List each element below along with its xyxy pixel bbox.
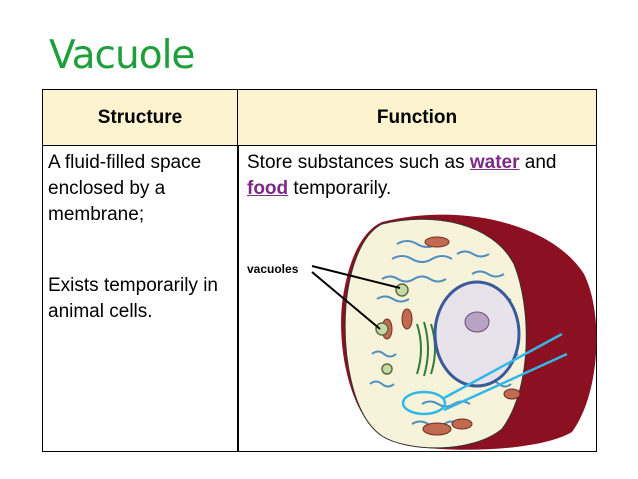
keyword-water: water	[469, 152, 520, 173]
vacuoles-label: vacuoles	[247, 262, 299, 276]
page-title: Vacuole	[49, 33, 195, 78]
structure-description: A fluid-filled space enclosed by a membr…	[48, 152, 202, 225]
function-text-mid: and	[519, 152, 557, 173]
function-text-pre: Store substances such as	[247, 152, 470, 173]
nucleolus	[464, 311, 490, 333]
label-pointers	[311, 265, 401, 330]
info-table: Structure Function	[42, 89, 597, 452]
structure-header: Structure	[43, 90, 238, 146]
golgi-apparatus	[416, 321, 436, 377]
nucleus	[433, 280, 521, 388]
structure-note: Exists temporarily in animal cells.	[48, 275, 218, 322]
animal-cell-diagram	[311, 214, 597, 450]
mitochondria	[381, 236, 521, 436]
function-text-post: temporarily.	[288, 178, 392, 199]
function-description: Store substances such as water and food …	[247, 150, 592, 202]
function-header: Function	[238, 90, 596, 146]
keyword-food: food	[247, 178, 289, 199]
column-divider	[237, 146, 239, 451]
highlight-callouts	[401, 332, 568, 416]
